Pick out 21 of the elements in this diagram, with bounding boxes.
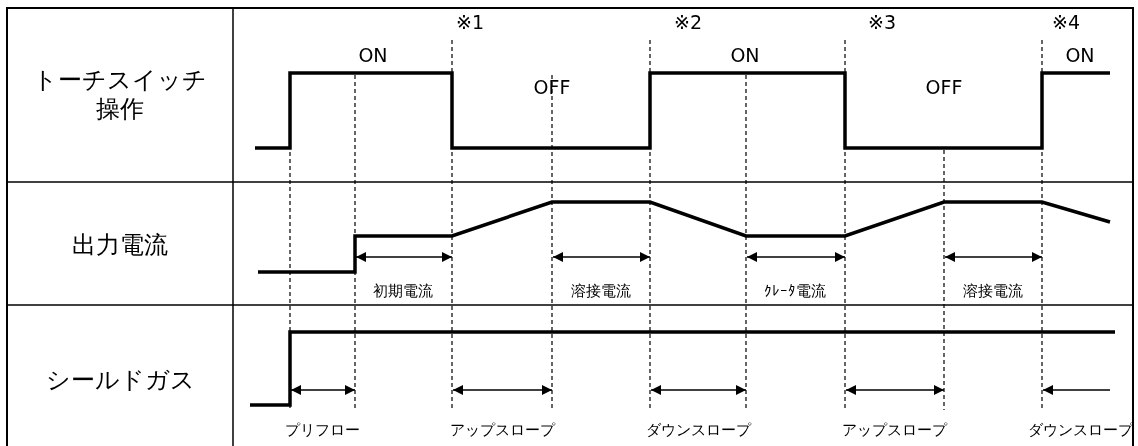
note-mark: ※3 — [868, 10, 896, 34]
period-label: アップスロープ — [449, 421, 555, 439]
row-heading: トーチスイッチ操作 — [32, 66, 208, 124]
period-label: ｸﾚｰﾀ電流 — [764, 282, 826, 300]
state-label: ON — [730, 43, 760, 67]
row-heading: シールドガス — [45, 365, 195, 395]
note-mark: ※1 — [456, 10, 484, 34]
state-label: OFF — [533, 75, 571, 99]
period-label: プリフロー — [284, 421, 360, 439]
state-label: OFF — [925, 75, 963, 99]
note-mark: ※2 — [674, 10, 702, 34]
state-label: ON — [358, 43, 388, 67]
state-label: ON — [1065, 43, 1095, 67]
period-label: アップスロープ — [841, 421, 947, 439]
period-label: ダウンスロープ — [645, 421, 751, 439]
period-label: ダウンスロープ — [1027, 421, 1133, 439]
period-label: 溶接電流 — [963, 282, 1023, 300]
note-mark: ※4 — [1052, 10, 1080, 34]
period-label: 初期電流 — [373, 282, 433, 300]
row-heading: 出力電流 — [72, 230, 168, 260]
period-label: 溶接電流 — [571, 282, 631, 300]
